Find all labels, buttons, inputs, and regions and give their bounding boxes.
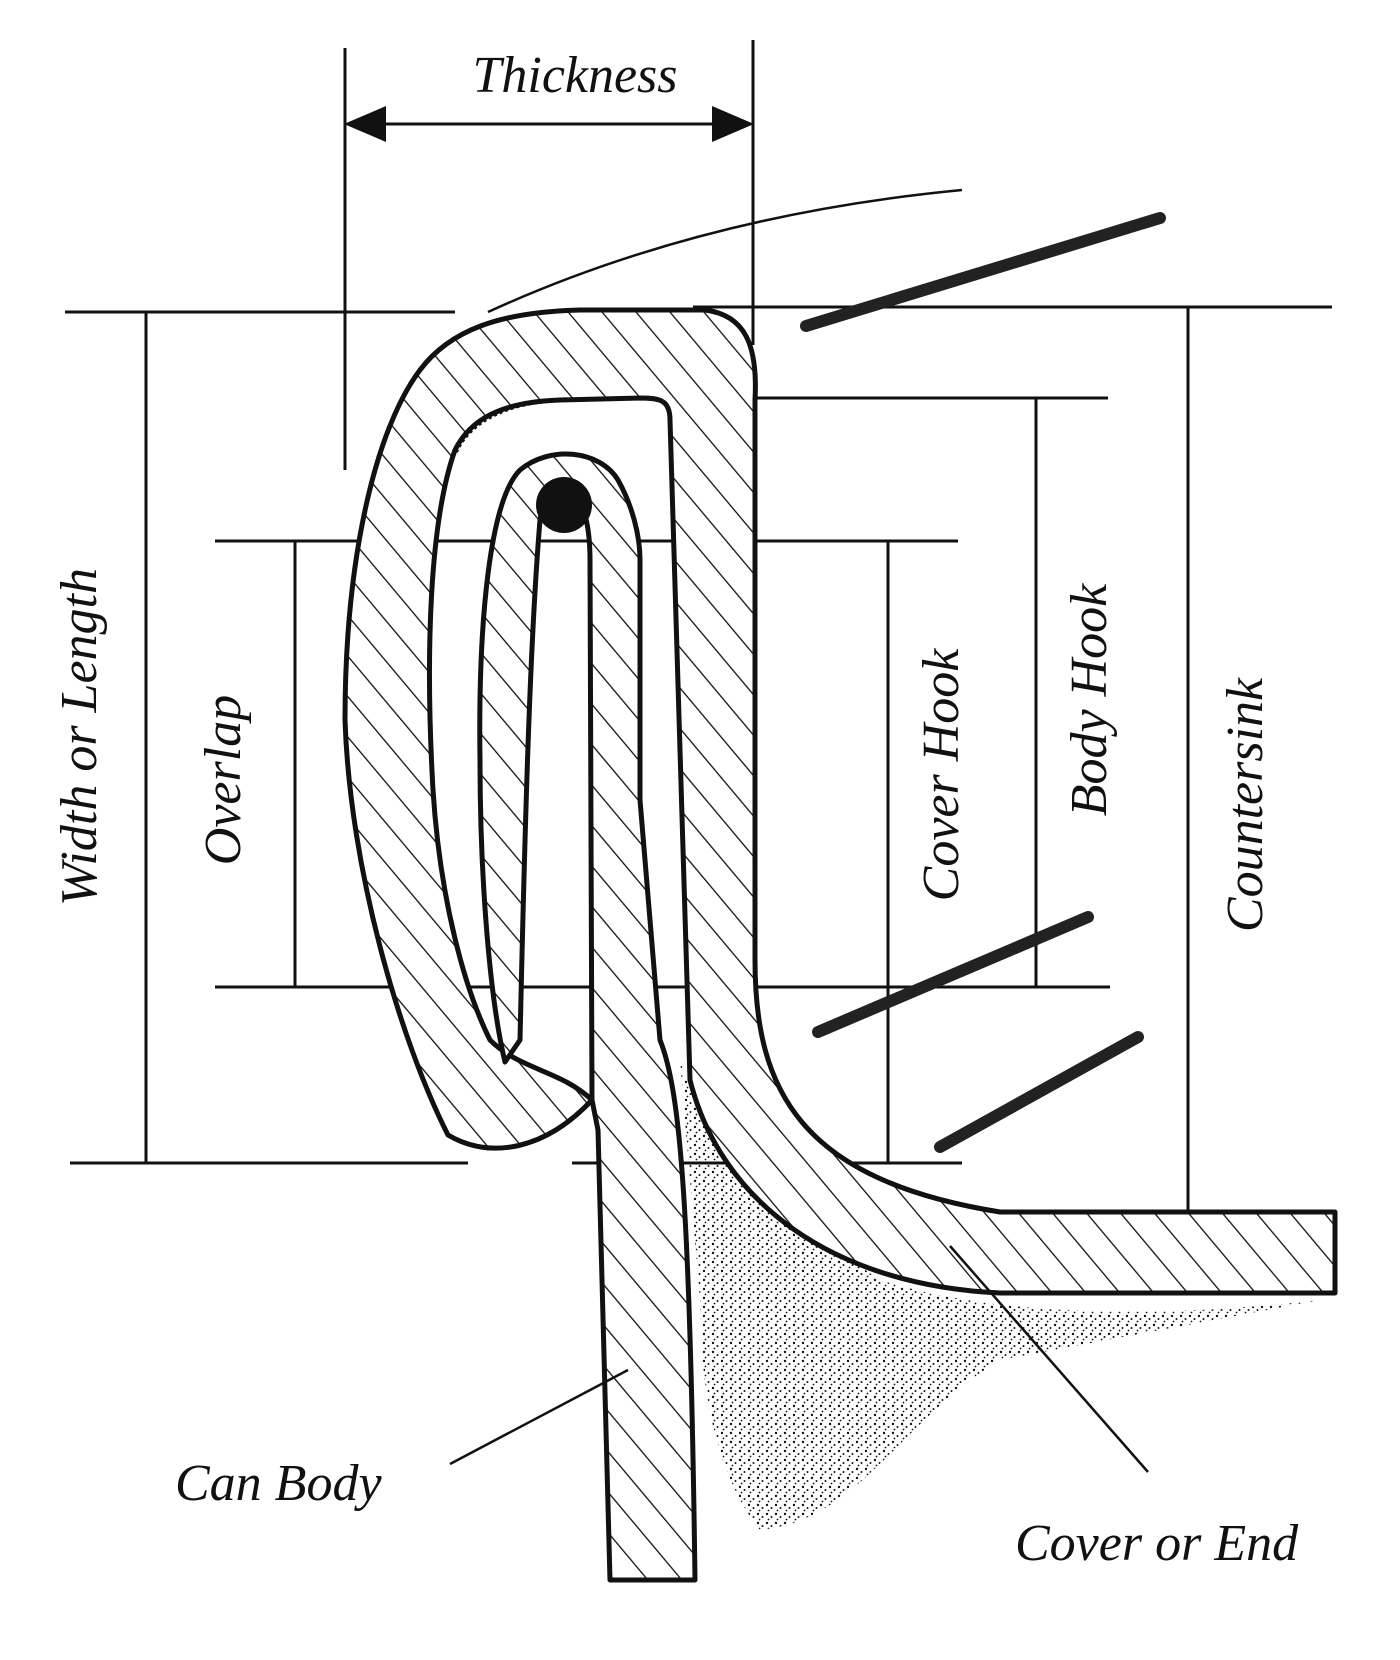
cover-top-curve [487, 188, 963, 314]
countersink-dimension: Countersink [693, 305, 1332, 1212]
thickness-label: Thickness [472, 47, 677, 104]
chuck-strokes [800, 212, 1166, 1153]
cover-or-end-label: Cover or End [1015, 1515, 1299, 1572]
sealing-compound [680, 1060, 1320, 1530]
can-body-label: Can Body [175, 1455, 382, 1512]
cover-leader [949, 1245, 1149, 1473]
body-hook-label: Body Hook [1061, 583, 1118, 816]
can-body-metal [477, 451, 698, 1583]
can-body-leader [449, 1368, 629, 1466]
cover-hook-label: Cover Hook [913, 648, 970, 902]
inner-compound-line [454, 396, 641, 453]
width-or-length-label: Width or Length [51, 568, 108, 906]
overlap-label: Overlap [195, 695, 252, 865]
thickness-dimension: Thickness [343, 40, 755, 470]
countersink-label: Countersink [1217, 677, 1274, 932]
overlap-dimension: Overlap [195, 539, 1110, 989]
cover-metal [342, 307, 1338, 1296]
compound-blob [536, 477, 592, 533]
width-dimension: Width or Length [51, 310, 468, 1165]
